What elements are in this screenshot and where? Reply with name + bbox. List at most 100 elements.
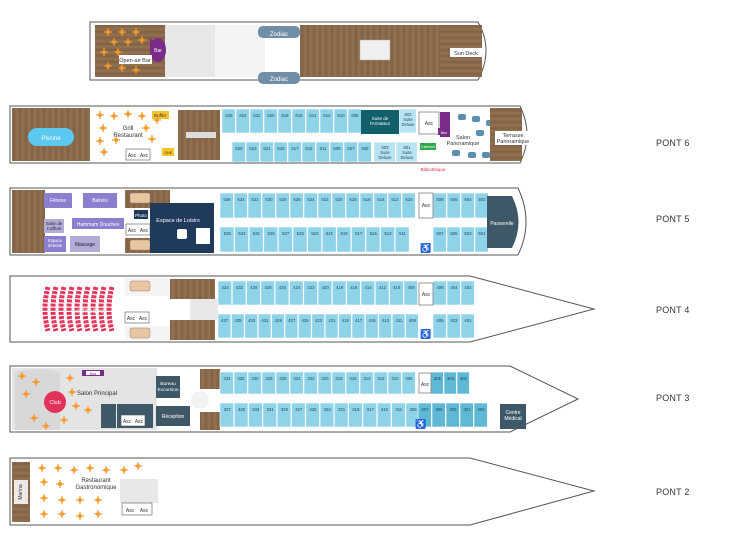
cabin-318[interactable] bbox=[331, 371, 346, 395]
cabin-411[interactable] bbox=[391, 313, 406, 339]
cabin-621[interactable] bbox=[259, 141, 274, 163]
cabin-408[interactable] bbox=[403, 280, 418, 306]
cabin-507[interactable] bbox=[432, 226, 447, 253]
cabin-619[interactable] bbox=[273, 141, 288, 163]
cabin-300[interactable] bbox=[473, 402, 488, 428]
cabin-529[interactable] bbox=[263, 226, 279, 253]
cabin-404[interactable] bbox=[446, 280, 461, 306]
cabin-607[interactable] bbox=[343, 141, 358, 163]
cabin-308[interactable] bbox=[401, 371, 416, 395]
cabin-409[interactable] bbox=[405, 313, 419, 339]
cabin-536[interactable] bbox=[219, 192, 234, 219]
cabin-530[interactable] bbox=[261, 192, 276, 219]
cabin-329[interactable] bbox=[276, 402, 292, 428]
cabin-402[interactable] bbox=[460, 280, 475, 306]
cabin-322[interactable] bbox=[303, 371, 318, 395]
cabin-504[interactable] bbox=[460, 192, 475, 219]
cabin-422[interactable] bbox=[303, 280, 318, 306]
cabin-418[interactable] bbox=[332, 280, 347, 306]
cabin-511[interactable] bbox=[394, 226, 410, 253]
cabin-321[interactable] bbox=[334, 402, 349, 428]
cabin-334[interactable] bbox=[219, 371, 234, 395]
cabin-317[interactable] bbox=[362, 402, 377, 428]
suite-601[interactable] bbox=[395, 141, 418, 163]
cabin-414[interactable] bbox=[360, 280, 375, 306]
cabin-522[interactable] bbox=[317, 192, 332, 219]
cabin-327[interactable] bbox=[291, 402, 306, 428]
cabin-518[interactable] bbox=[345, 192, 360, 219]
cabin-623[interactable] bbox=[245, 141, 260, 163]
cabin-506[interactable] bbox=[446, 192, 461, 219]
cabin-419[interactable] bbox=[338, 313, 352, 339]
cabin-618[interactable] bbox=[277, 108, 292, 134]
cabin-617[interactable] bbox=[287, 141, 302, 163]
cabin-430[interactable] bbox=[246, 280, 261, 306]
cabin-616[interactable] bbox=[291, 108, 306, 134]
cabin-421[interactable] bbox=[324, 313, 339, 339]
cabin-523[interactable] bbox=[307, 226, 322, 253]
cabin-333[interactable] bbox=[248, 402, 263, 428]
cabin-609[interactable] bbox=[329, 141, 344, 163]
cabin-526[interactable] bbox=[289, 192, 304, 219]
cabin-433[interactable] bbox=[244, 313, 258, 339]
cabin-532[interactable] bbox=[247, 192, 262, 219]
cabin-312[interactable] bbox=[373, 371, 388, 395]
cabin-615[interactable] bbox=[301, 141, 316, 163]
cabin-405[interactable] bbox=[432, 313, 447, 339]
cabin-330[interactable] bbox=[247, 371, 262, 395]
cabin-610[interactable] bbox=[333, 108, 348, 134]
cabin-302[interactable] bbox=[456, 371, 470, 395]
cabin-301[interactable] bbox=[459, 402, 474, 428]
cabin-307[interactable] bbox=[417, 402, 432, 428]
cabin-437[interactable] bbox=[217, 313, 232, 339]
cabin-625[interactable] bbox=[231, 141, 246, 163]
cabin-311[interactable] bbox=[391, 402, 406, 428]
cabin-527[interactable] bbox=[278, 226, 293, 253]
cabin-310[interactable] bbox=[387, 371, 402, 395]
cabin-533[interactable] bbox=[234, 226, 249, 253]
cabin-331[interactable] bbox=[262, 402, 277, 428]
cabin-528[interactable] bbox=[275, 192, 290, 219]
cabin-403[interactable] bbox=[446, 313, 461, 339]
cabin-624[interactable] bbox=[235, 108, 250, 134]
cabin-510[interactable] bbox=[401, 192, 416, 219]
cabin-525[interactable] bbox=[292, 226, 308, 253]
cabin-516[interactable] bbox=[359, 192, 374, 219]
cabin-512[interactable] bbox=[387, 192, 402, 219]
cabin-614[interactable] bbox=[305, 108, 320, 134]
cabin-503[interactable] bbox=[460, 226, 475, 253]
cabin-335[interactable] bbox=[234, 402, 249, 428]
cabin-401[interactable] bbox=[460, 313, 475, 339]
cabin-505[interactable] bbox=[446, 226, 461, 253]
cabin-531[interactable] bbox=[248, 226, 264, 253]
cabin-337[interactable] bbox=[219, 402, 234, 428]
cabin-304[interactable] bbox=[443, 371, 457, 395]
cabin-435[interactable] bbox=[231, 313, 245, 339]
cabin-412[interactable] bbox=[374, 280, 390, 306]
cabin-432[interactable] bbox=[232, 280, 247, 306]
cabin-325[interactable] bbox=[305, 402, 320, 428]
cabin-303[interactable] bbox=[445, 402, 460, 428]
cabin-626[interactable] bbox=[221, 108, 236, 134]
cabin-605[interactable] bbox=[357, 141, 372, 163]
cabin-328[interactable] bbox=[261, 371, 276, 395]
cabin-423[interactable] bbox=[311, 313, 325, 339]
cabin-326[interactable] bbox=[275, 371, 290, 395]
cabin-427[interactable] bbox=[284, 313, 299, 339]
cabin-514[interactable] bbox=[373, 192, 388, 219]
cabin-426[interactable] bbox=[274, 280, 290, 306]
cabin-413[interactable] bbox=[378, 313, 392, 339]
cabin-622[interactable] bbox=[249, 108, 264, 134]
cabin-519[interactable] bbox=[336, 226, 352, 253]
suite-603[interactable] bbox=[373, 141, 396, 163]
cabin-425[interactable] bbox=[298, 313, 312, 339]
cabin-611[interactable] bbox=[315, 141, 330, 163]
cabin-416[interactable] bbox=[346, 280, 361, 306]
cabin-410[interactable] bbox=[389, 280, 404, 306]
cabin-320[interactable] bbox=[317, 371, 332, 395]
cabin-323[interactable] bbox=[319, 402, 335, 428]
cabin-620[interactable] bbox=[263, 108, 278, 134]
cabin-431[interactable] bbox=[257, 313, 272, 339]
cabin-324[interactable] bbox=[289, 371, 304, 395]
cabin-428[interactable] bbox=[260, 280, 275, 306]
